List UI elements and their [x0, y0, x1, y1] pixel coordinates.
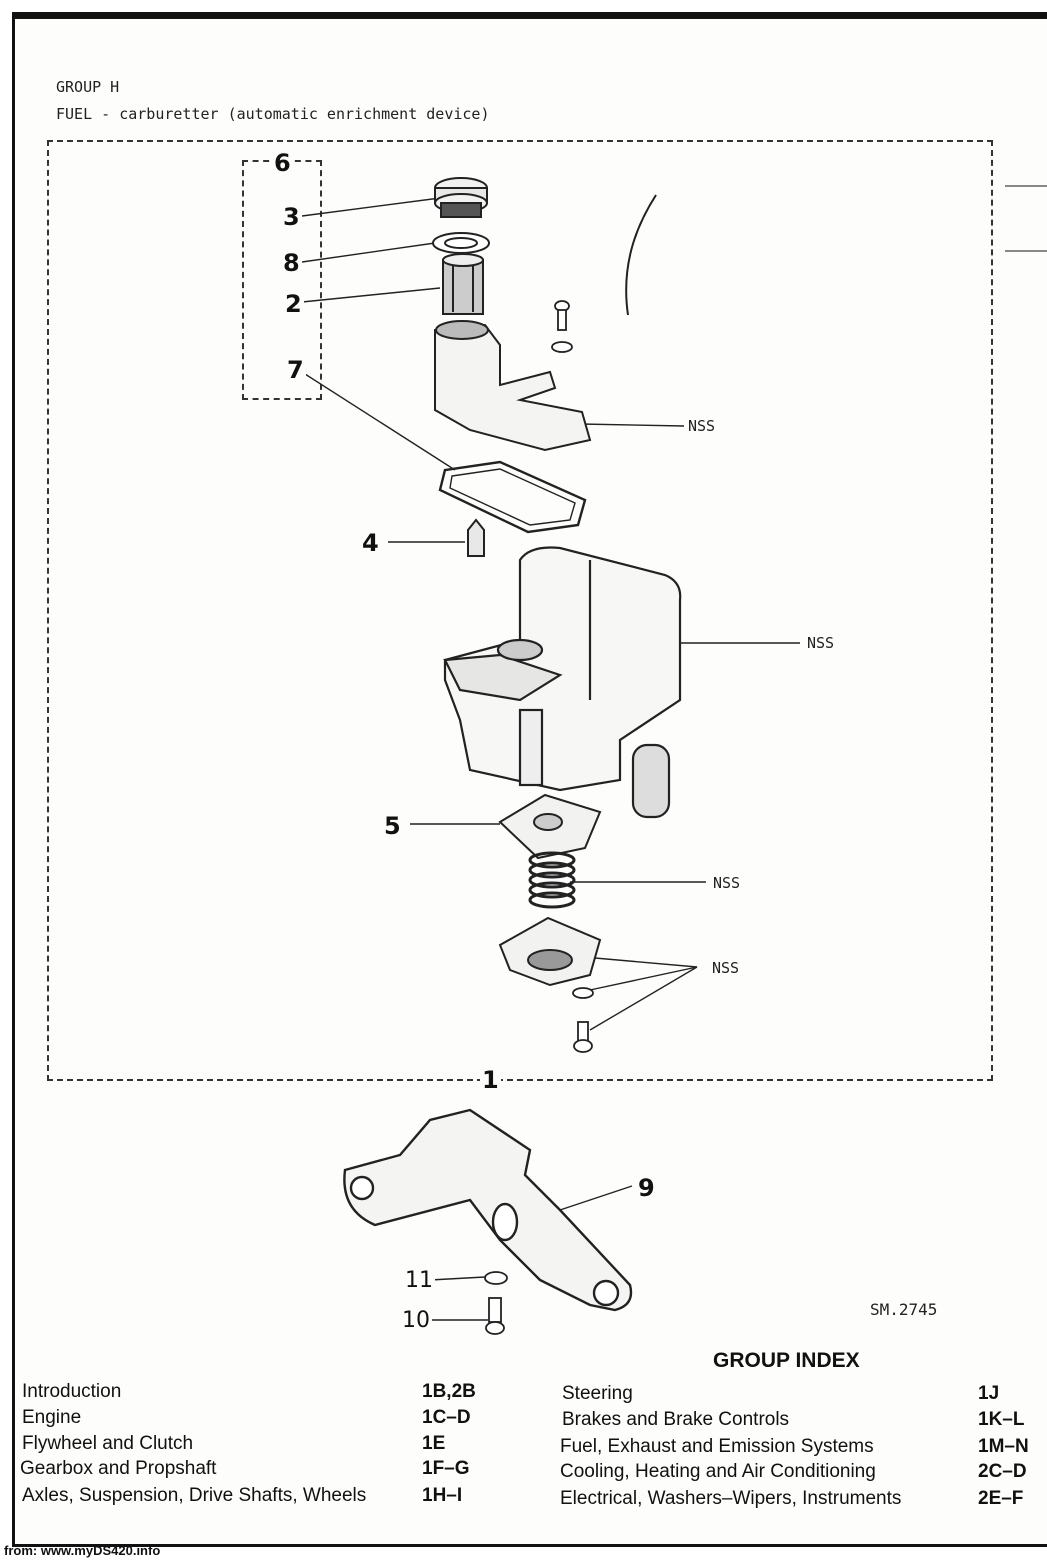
callout-4: 4	[360, 529, 381, 557]
callout-11: 11	[403, 1268, 435, 1293]
index-entry-name: Fuel, Exhaust and Emission Systems	[560, 1436, 874, 1457]
bracket-part	[343, 1108, 633, 1312]
carburetter-body-part	[443, 546, 682, 819]
index-entry-name: Cooling, Heating and Air Conditioning	[560, 1461, 876, 1482]
callout-6: 6	[272, 149, 293, 177]
leader-line	[429, 1276, 486, 1281]
index-entry-name: Steering	[562, 1383, 633, 1404]
filter-part	[442, 253, 484, 315]
cap-nut-part	[434, 177, 488, 218]
fuel-pipe	[625, 194, 657, 316]
bracket-fixings-part	[484, 1271, 508, 1335]
index-entry-code: 1K–L	[978, 1409, 1025, 1430]
leader-line	[559, 1185, 633, 1211]
callout-7: 7	[285, 356, 306, 384]
leader-line	[301, 197, 441, 217]
group-index-title: GROUP INDEX	[713, 1349, 860, 1372]
index-entry-code: 1J	[978, 1383, 1000, 1404]
needle-valve-part	[467, 518, 485, 557]
index-entry-code: 2E–F	[978, 1488, 1024, 1509]
margin-rule	[1005, 185, 1047, 187]
bottom-cover-part	[498, 916, 602, 987]
index-entry-code: 1C–D	[422, 1407, 471, 1428]
index-entry-code: 2C–D	[978, 1461, 1027, 1482]
source-footer: from: www.myDS420.info	[4, 1543, 161, 1558]
callout-9: 9	[636, 1174, 657, 1202]
washer-part	[432, 232, 490, 254]
callout-1: 1	[480, 1066, 501, 1094]
leader-line	[301, 242, 436, 263]
leader-line	[304, 373, 456, 471]
callout-5: 5	[382, 812, 403, 840]
index-entry-code: 1H–I	[422, 1485, 463, 1506]
drawing-reference: SM.2745	[870, 1300, 938, 1319]
callout-10: 10	[400, 1308, 432, 1333]
assembly-boundary	[47, 140, 993, 1081]
leader-line	[589, 966, 698, 991]
leader-line	[594, 957, 698, 968]
index-entry-name: Introduction	[22, 1381, 122, 1402]
nss-label: NSS	[688, 417, 716, 435]
callout-8: 8	[281, 249, 302, 277]
index-entry-code: 1M–N	[978, 1436, 1029, 1457]
nss-label: NSS	[713, 874, 741, 892]
spring-part	[528, 851, 576, 909]
margin-rule	[1005, 250, 1047, 252]
leader-line	[579, 423, 685, 427]
gasket-part	[438, 460, 587, 534]
small-screw-part	[551, 300, 573, 353]
callout-3: 3	[281, 203, 302, 231]
section-subtitle: FUEL - carburetter (automatic enrichment…	[56, 105, 490, 123]
diaphragm-part	[498, 793, 602, 860]
callout-2: 2	[283, 290, 304, 318]
index-entry-name: Axles, Suspension, Drive Shafts, Wheels	[22, 1485, 367, 1506]
index-entry-name: Flywheel and Clutch	[22, 1433, 194, 1454]
leader-line	[301, 287, 441, 303]
nss-label: NSS	[712, 959, 740, 977]
cover-screws-part	[572, 987, 594, 1053]
index-entry-name: Gearbox and Propshaft	[20, 1458, 217, 1479]
index-entry-code: 1E	[422, 1433, 446, 1454]
index-entry-code: 1F–G	[422, 1458, 470, 1479]
leader-line	[589, 966, 698, 1031]
index-entry-name: Electrical, Washers–Wipers, Instruments	[560, 1488, 902, 1509]
top-housing-part	[434, 320, 592, 452]
group-title: GROUP H	[56, 78, 120, 96]
index-entry-name: Brakes and Brake Controls	[562, 1409, 790, 1430]
index-entry-name: Engine	[22, 1407, 82, 1428]
index-entry-code: 1B,2B	[422, 1381, 476, 1402]
nss-label: NSS	[807, 634, 835, 652]
